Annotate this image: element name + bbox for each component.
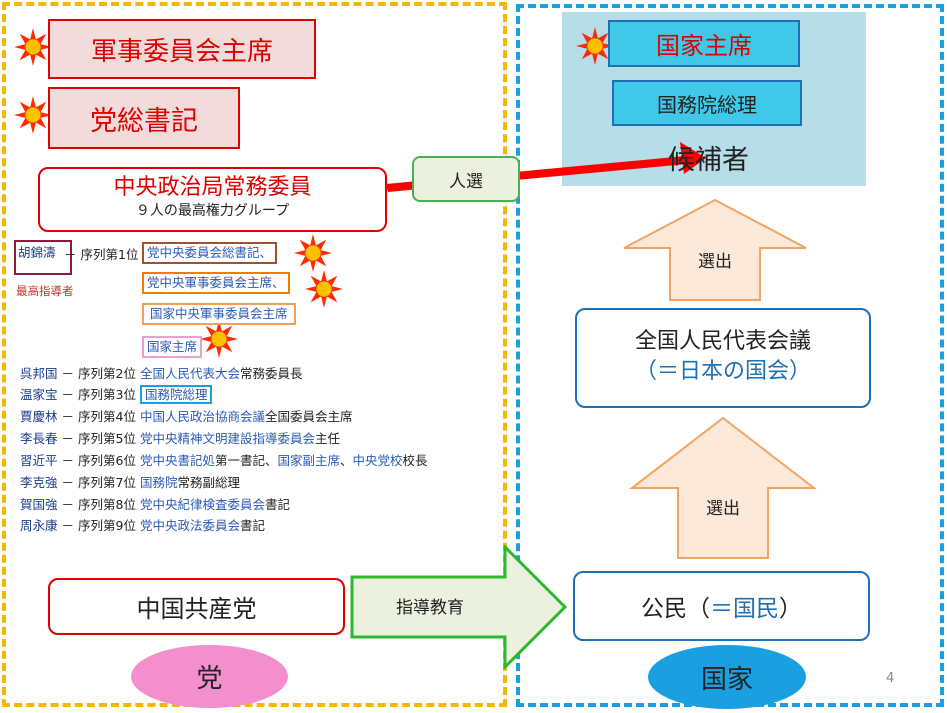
citizens-label-c: ） bbox=[779, 596, 802, 622]
guidance-arrow bbox=[350, 545, 568, 669]
member-line-6: 習近平 － 序列第6位 党中央書記処第一書記、国家副主席、中央党校校長 bbox=[20, 453, 428, 468]
selection-label: 人選 bbox=[449, 171, 483, 192]
star-icon bbox=[576, 27, 614, 65]
star-icon bbox=[305, 270, 343, 308]
post-gen-secretary: 党中央委員会総書記、 bbox=[142, 242, 278, 264]
top-leader-label: 最高指導者 bbox=[16, 284, 74, 298]
member-line-2: 呉邦国 － 序列第2位 全国人民代表大会常務委員長 bbox=[20, 366, 303, 381]
citizens-box: 公民（＝国民） bbox=[573, 571, 870, 641]
star-icon bbox=[14, 28, 52, 66]
member-line-9: 周永康 － 序列第9位 党中央政法委員会書記 bbox=[20, 518, 265, 533]
state-badge-label: 国家 bbox=[700, 664, 753, 695]
member-line-5: 李長春 － 序列第5位 党中央精神文明建設指導委員会主任 bbox=[20, 431, 340, 446]
page-number: 4 bbox=[886, 671, 895, 686]
npc-box: 全国人民代表会議 （＝日本の国会） bbox=[575, 308, 871, 408]
post-president: 国家主席 bbox=[142, 336, 203, 358]
post-party-cmc: 党中央軍事委員会主席、 bbox=[142, 272, 290, 294]
npc-subtitle: （＝日本の国会） bbox=[634, 359, 811, 384]
citizens-label-a: 公民（ bbox=[641, 596, 710, 622]
candidate-label: 候補者 bbox=[668, 145, 749, 176]
top-leader-rank-line: － 序列第1位 bbox=[64, 247, 138, 262]
party-badge: 党 bbox=[131, 645, 288, 708]
cmc-chair-box: 軍事委員会主席 bbox=[48, 19, 316, 79]
member-line-8: 賀国強 － 序列第8位 党中央紀律検査委員会書記 bbox=[20, 497, 290, 512]
ccp-label: 中国共産党 bbox=[136, 595, 257, 623]
star-icon bbox=[200, 320, 238, 358]
top-leader-name: 胡錦濤 bbox=[18, 245, 56, 260]
elect-label-upper: 選出 bbox=[698, 251, 732, 272]
member-line-4: 賈慶林 － 序列第4位 中国人民政治協商会議全国委員会主席 bbox=[20, 409, 353, 424]
elect-arrow-upper bbox=[623, 198, 807, 301]
president-box: 国家主席 bbox=[608, 20, 800, 67]
premier-box: 国務院総理 bbox=[612, 80, 802, 126]
member-line-3: 温家宝 － 序列第3位 国務院総理 bbox=[20, 385, 213, 404]
psc-subtitle: ９人の最高権力グループ bbox=[135, 203, 290, 219]
party-frame bbox=[2, 2, 507, 707]
psc-title: 中央政治局常務委員 bbox=[113, 175, 312, 200]
ccp-box: 中国共産党 bbox=[48, 578, 345, 635]
gen-secretary-box: 党総書記 bbox=[48, 87, 240, 149]
post-state-cmc: 国家中央軍事委員会主席 bbox=[142, 303, 296, 325]
npc-title: 全国人民代表会議 bbox=[634, 329, 811, 354]
top-leader-name-box: 胡錦濤 bbox=[14, 240, 72, 275]
state-badge: 国家 bbox=[648, 645, 806, 709]
president-label: 国家主席 bbox=[656, 32, 752, 60]
cmc-chair-label: 軍事委員会主席 bbox=[90, 36, 273, 67]
top-leader-rank: 序列第1位 bbox=[80, 247, 139, 262]
psc-box: 中央政治局常務委員 ９人の最高権力グループ bbox=[38, 167, 387, 232]
star-icon bbox=[294, 234, 332, 272]
party-badge-label: 党 bbox=[196, 664, 223, 694]
elect-label-lower: 選出 bbox=[706, 498, 740, 519]
premier-label: 国務院総理 bbox=[657, 92, 757, 117]
star-icon bbox=[14, 96, 52, 134]
selection-label-box: 人選 bbox=[412, 156, 520, 202]
elect-arrow-lower bbox=[629, 416, 817, 559]
gen-secretary-label: 党総書記 bbox=[90, 105, 198, 137]
citizens-label-b: ＝国民 bbox=[710, 596, 779, 622]
guidance-label: 指導教育 bbox=[396, 597, 464, 618]
top-leader-dash: － bbox=[64, 247, 77, 262]
member-line-7: 李克強 － 序列第7位 国務院常務副総理 bbox=[20, 475, 240, 490]
